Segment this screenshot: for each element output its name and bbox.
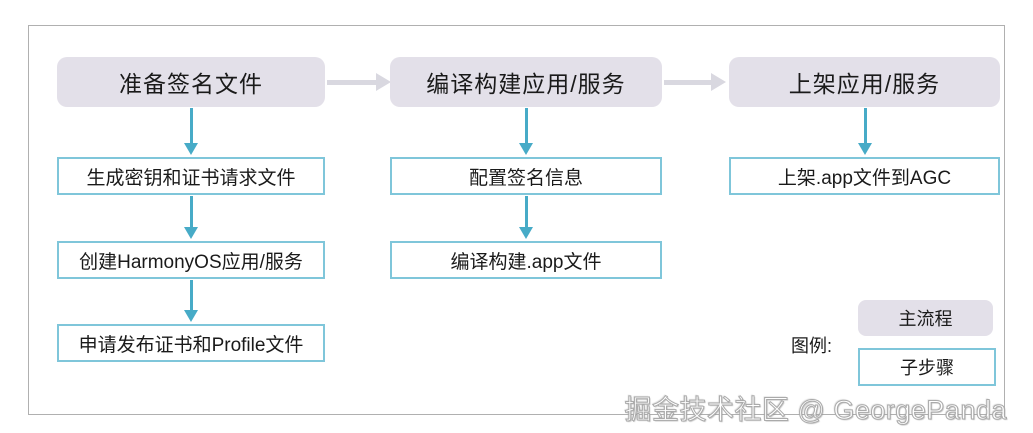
sub-step-generate-key-csr: 生成密钥和证书请求文件	[57, 157, 325, 195]
step-arrowhead-down-icon	[184, 143, 198, 155]
main-step-build-app-service: 编译构建应用/服务	[390, 57, 662, 107]
sub-step-apply-certificate-profile: 申请发布证书和Profile文件	[57, 324, 325, 362]
step-arrowhead-down-icon	[184, 310, 198, 322]
step-arrow-down-icon	[524, 108, 528, 144]
watermark-text: 掘金技术社区 @ GeorgePanda	[624, 395, 1007, 426]
legend-label: 图例:	[791, 336, 833, 356]
main-step-prepare-signing-files: 准备签名文件	[57, 57, 325, 107]
main-step-release-app-service: 上架应用/服务	[729, 57, 1000, 107]
sub-step-create-harmonyos-app: 创建HarmonyOS应用/服务	[57, 241, 325, 279]
flow-arrow-right-icon	[664, 80, 712, 85]
flow-arrowhead-right-icon	[376, 73, 391, 91]
step-arrow-down-icon	[863, 108, 867, 144]
legend-main-process-swatch: 主流程	[858, 300, 993, 336]
flow-arrow-right-icon	[327, 80, 377, 85]
step-arrowhead-down-icon	[519, 227, 533, 239]
step-arrowhead-down-icon	[184, 227, 198, 239]
legend-sub-step-swatch: 子步骤	[858, 348, 996, 386]
sub-step-upload-app-to-agc: 上架.app文件到AGC	[729, 157, 1000, 195]
flow-arrowhead-right-icon	[711, 73, 726, 91]
step-arrow-down-icon	[524, 196, 528, 228]
step-arrow-down-icon	[189, 280, 193, 311]
step-arrow-down-icon	[189, 196, 193, 228]
sub-step-build-app-file: 编译构建.app文件	[390, 241, 662, 279]
step-arrowhead-down-icon	[519, 143, 533, 155]
step-arrow-down-icon	[189, 108, 193, 144]
sub-step-configure-signing-info: 配置签名信息	[390, 157, 662, 195]
step-arrowhead-down-icon	[858, 143, 872, 155]
